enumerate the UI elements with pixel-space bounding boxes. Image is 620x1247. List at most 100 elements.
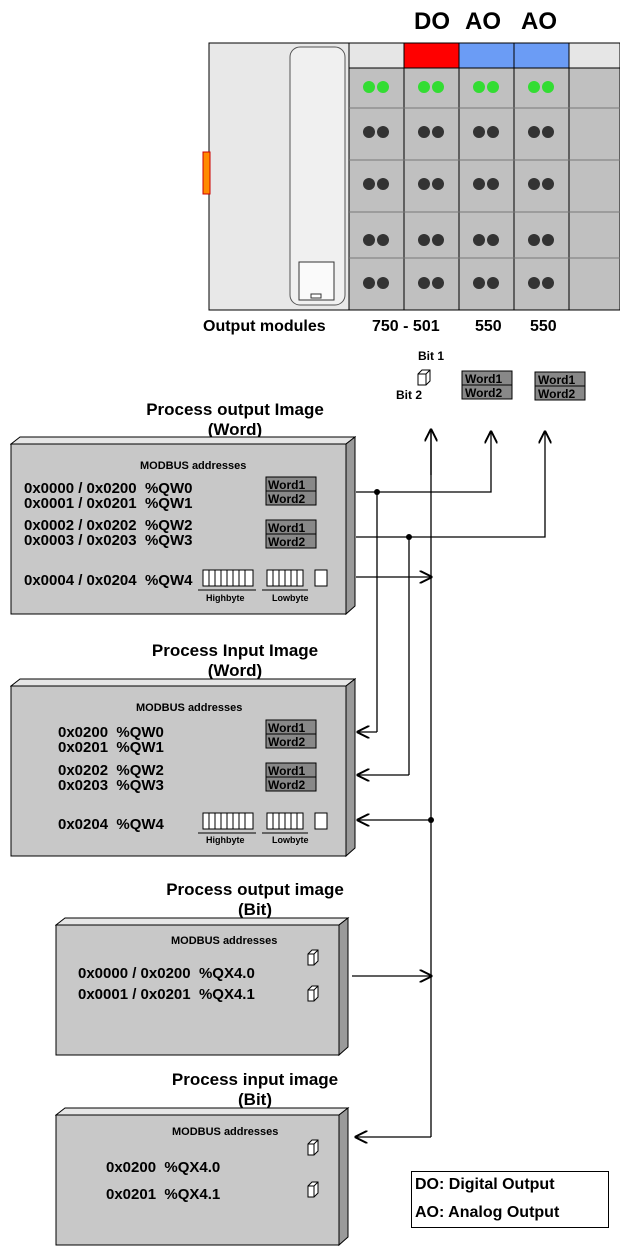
led-off — [542, 277, 554, 289]
led-off — [473, 234, 485, 246]
module-label-ao-1: AO — [465, 8, 501, 35]
led-off — [418, 277, 430, 289]
led-off — [473, 126, 485, 138]
section1-lowbyte: Lowbyte — [272, 593, 309, 603]
bit2-label: Bit 2 — [396, 388, 423, 402]
section2-title: Process Input Image (Word) — [120, 641, 350, 681]
section1-word2-a: Word2 — [268, 492, 306, 506]
led-on — [542, 81, 554, 93]
word2-label-ao2: Word2 — [538, 387, 576, 401]
led-off — [418, 178, 430, 190]
led-on — [487, 81, 499, 93]
word-stack-icon-ao1 — [461, 370, 513, 400]
word2-label-ao1: Word2 — [465, 386, 503, 400]
led-off — [363, 277, 375, 289]
led-off — [377, 126, 389, 138]
led-off — [487, 178, 499, 190]
section1-word1-b: Word1 — [268, 521, 306, 535]
module-label-do: DO — [414, 8, 450, 35]
word1-label-ao1: Word1 — [465, 372, 503, 386]
section4-title: Process input image (Bit) — [140, 1070, 370, 1110]
module-label-ao-2: AO — [521, 8, 557, 35]
section2-modbus-label: MODBUS addresses — [136, 702, 243, 714]
section2-row3: 0x0204 %QW4 — [58, 816, 164, 833]
module-number-3: 550 — [530, 318, 557, 335]
led-on — [363, 81, 375, 93]
led-off — [528, 178, 540, 190]
coupler-indicator — [202, 151, 211, 195]
module-header-do — [403, 42, 460, 69]
section2-title-line2: (Word) — [207, 661, 263, 680]
led-off — [363, 234, 375, 246]
led-on — [377, 81, 389, 93]
led-off — [418, 234, 430, 246]
section2-word2-b: Word2 — [268, 778, 306, 792]
section3-bit-icon-2 — [307, 985, 319, 1002]
led-off — [542, 234, 554, 246]
bit1-label: Bit 1 — [418, 349, 445, 363]
section1-title: Process output Image (Word) — [120, 400, 350, 440]
section4-bit-icon-1 — [307, 1139, 319, 1156]
section2-row2: 0x0202 %QW2 0x0203 %QW3 — [58, 762, 164, 794]
led-off — [432, 178, 444, 190]
led-off — [487, 234, 499, 246]
legend-ao: AO: Analog Output — [415, 1204, 560, 1221]
legend: DO: Digital Output AO: Analog Output — [411, 1171, 609, 1228]
section2-word-icon-1 — [265, 719, 317, 749]
section2-word1-a: Word1 — [268, 721, 306, 735]
legend-do: DO: Digital Output — [415, 1176, 555, 1193]
section2-byte-icons — [198, 812, 328, 834]
section3-modbus-label: MODBUS addresses — [171, 935, 278, 947]
led-off — [432, 277, 444, 289]
section4-modbus-label: MODBUS addresses — [172, 1126, 279, 1138]
led-off — [377, 178, 389, 190]
led-on — [473, 81, 485, 93]
section1-title-line2: (Word) — [207, 420, 263, 439]
section2-word1-b: Word1 — [268, 764, 306, 778]
section1-row1: 0x0000 / 0x0200 %QW0 0x0001 / 0x0201 %QW… — [24, 480, 193, 512]
io-module-assembly — [202, 42, 620, 311]
section1-highbyte: Highbyte — [206, 593, 245, 603]
led-off — [418, 126, 430, 138]
led-off — [542, 178, 554, 190]
section1-modbus-label: MODBUS addresses — [140, 460, 247, 472]
section1-word-icon-2 — [265, 519, 317, 549]
section2-word2-a: Word2 — [268, 735, 306, 749]
led-off — [487, 126, 499, 138]
led-off — [528, 277, 540, 289]
junction-dot-1 — [374, 489, 380, 495]
led-on — [528, 81, 540, 93]
led-off — [363, 126, 375, 138]
section4-box — [55, 1107, 350, 1247]
section4-title-line1: Process input image — [171, 1070, 339, 1089]
output-modules-caption: Output modules — [203, 318, 326, 335]
section2-word-icon-2 — [265, 762, 317, 792]
led-off — [432, 126, 444, 138]
led-on — [418, 81, 430, 93]
section1-word1-a: Word1 — [268, 478, 306, 492]
section4-row2: 0x0201 %QX4.1 — [106, 1186, 221, 1203]
led-off — [473, 277, 485, 289]
bit-cube-icon — [417, 369, 431, 386]
section1-row2: 0x0002 / 0x0202 %QW2 0x0003 / 0x0203 %QW… — [24, 517, 193, 549]
led-off — [473, 178, 485, 190]
coupler-front-panel — [289, 46, 346, 306]
module-header-ao-2 — [513, 42, 570, 69]
word-stack-icon-ao2 — [534, 371, 586, 401]
section3-title: Process output image (Bit) — [140, 880, 370, 920]
module-number-1: 750 - 501 — [372, 318, 440, 335]
word1-label-ao2: Word1 — [538, 373, 576, 387]
led-off — [542, 126, 554, 138]
section4-bit-icon-2 — [307, 1181, 319, 1198]
section1-byte-icons — [198, 569, 328, 591]
led-off — [528, 234, 540, 246]
section3-row2: 0x0001 / 0x0201 %QX4.1 — [78, 986, 255, 1003]
section1-word-icon-1 — [265, 476, 317, 506]
section2-highbyte: Highbyte — [206, 835, 245, 845]
led-off — [487, 277, 499, 289]
module-number-2: 550 — [475, 318, 502, 335]
section3-title-line1: Process output image — [166, 880, 344, 899]
section2-lowbyte: Lowbyte — [272, 835, 309, 845]
section4-title-line2: (Bit) — [238, 1090, 272, 1109]
junction-dot-3 — [428, 817, 434, 823]
